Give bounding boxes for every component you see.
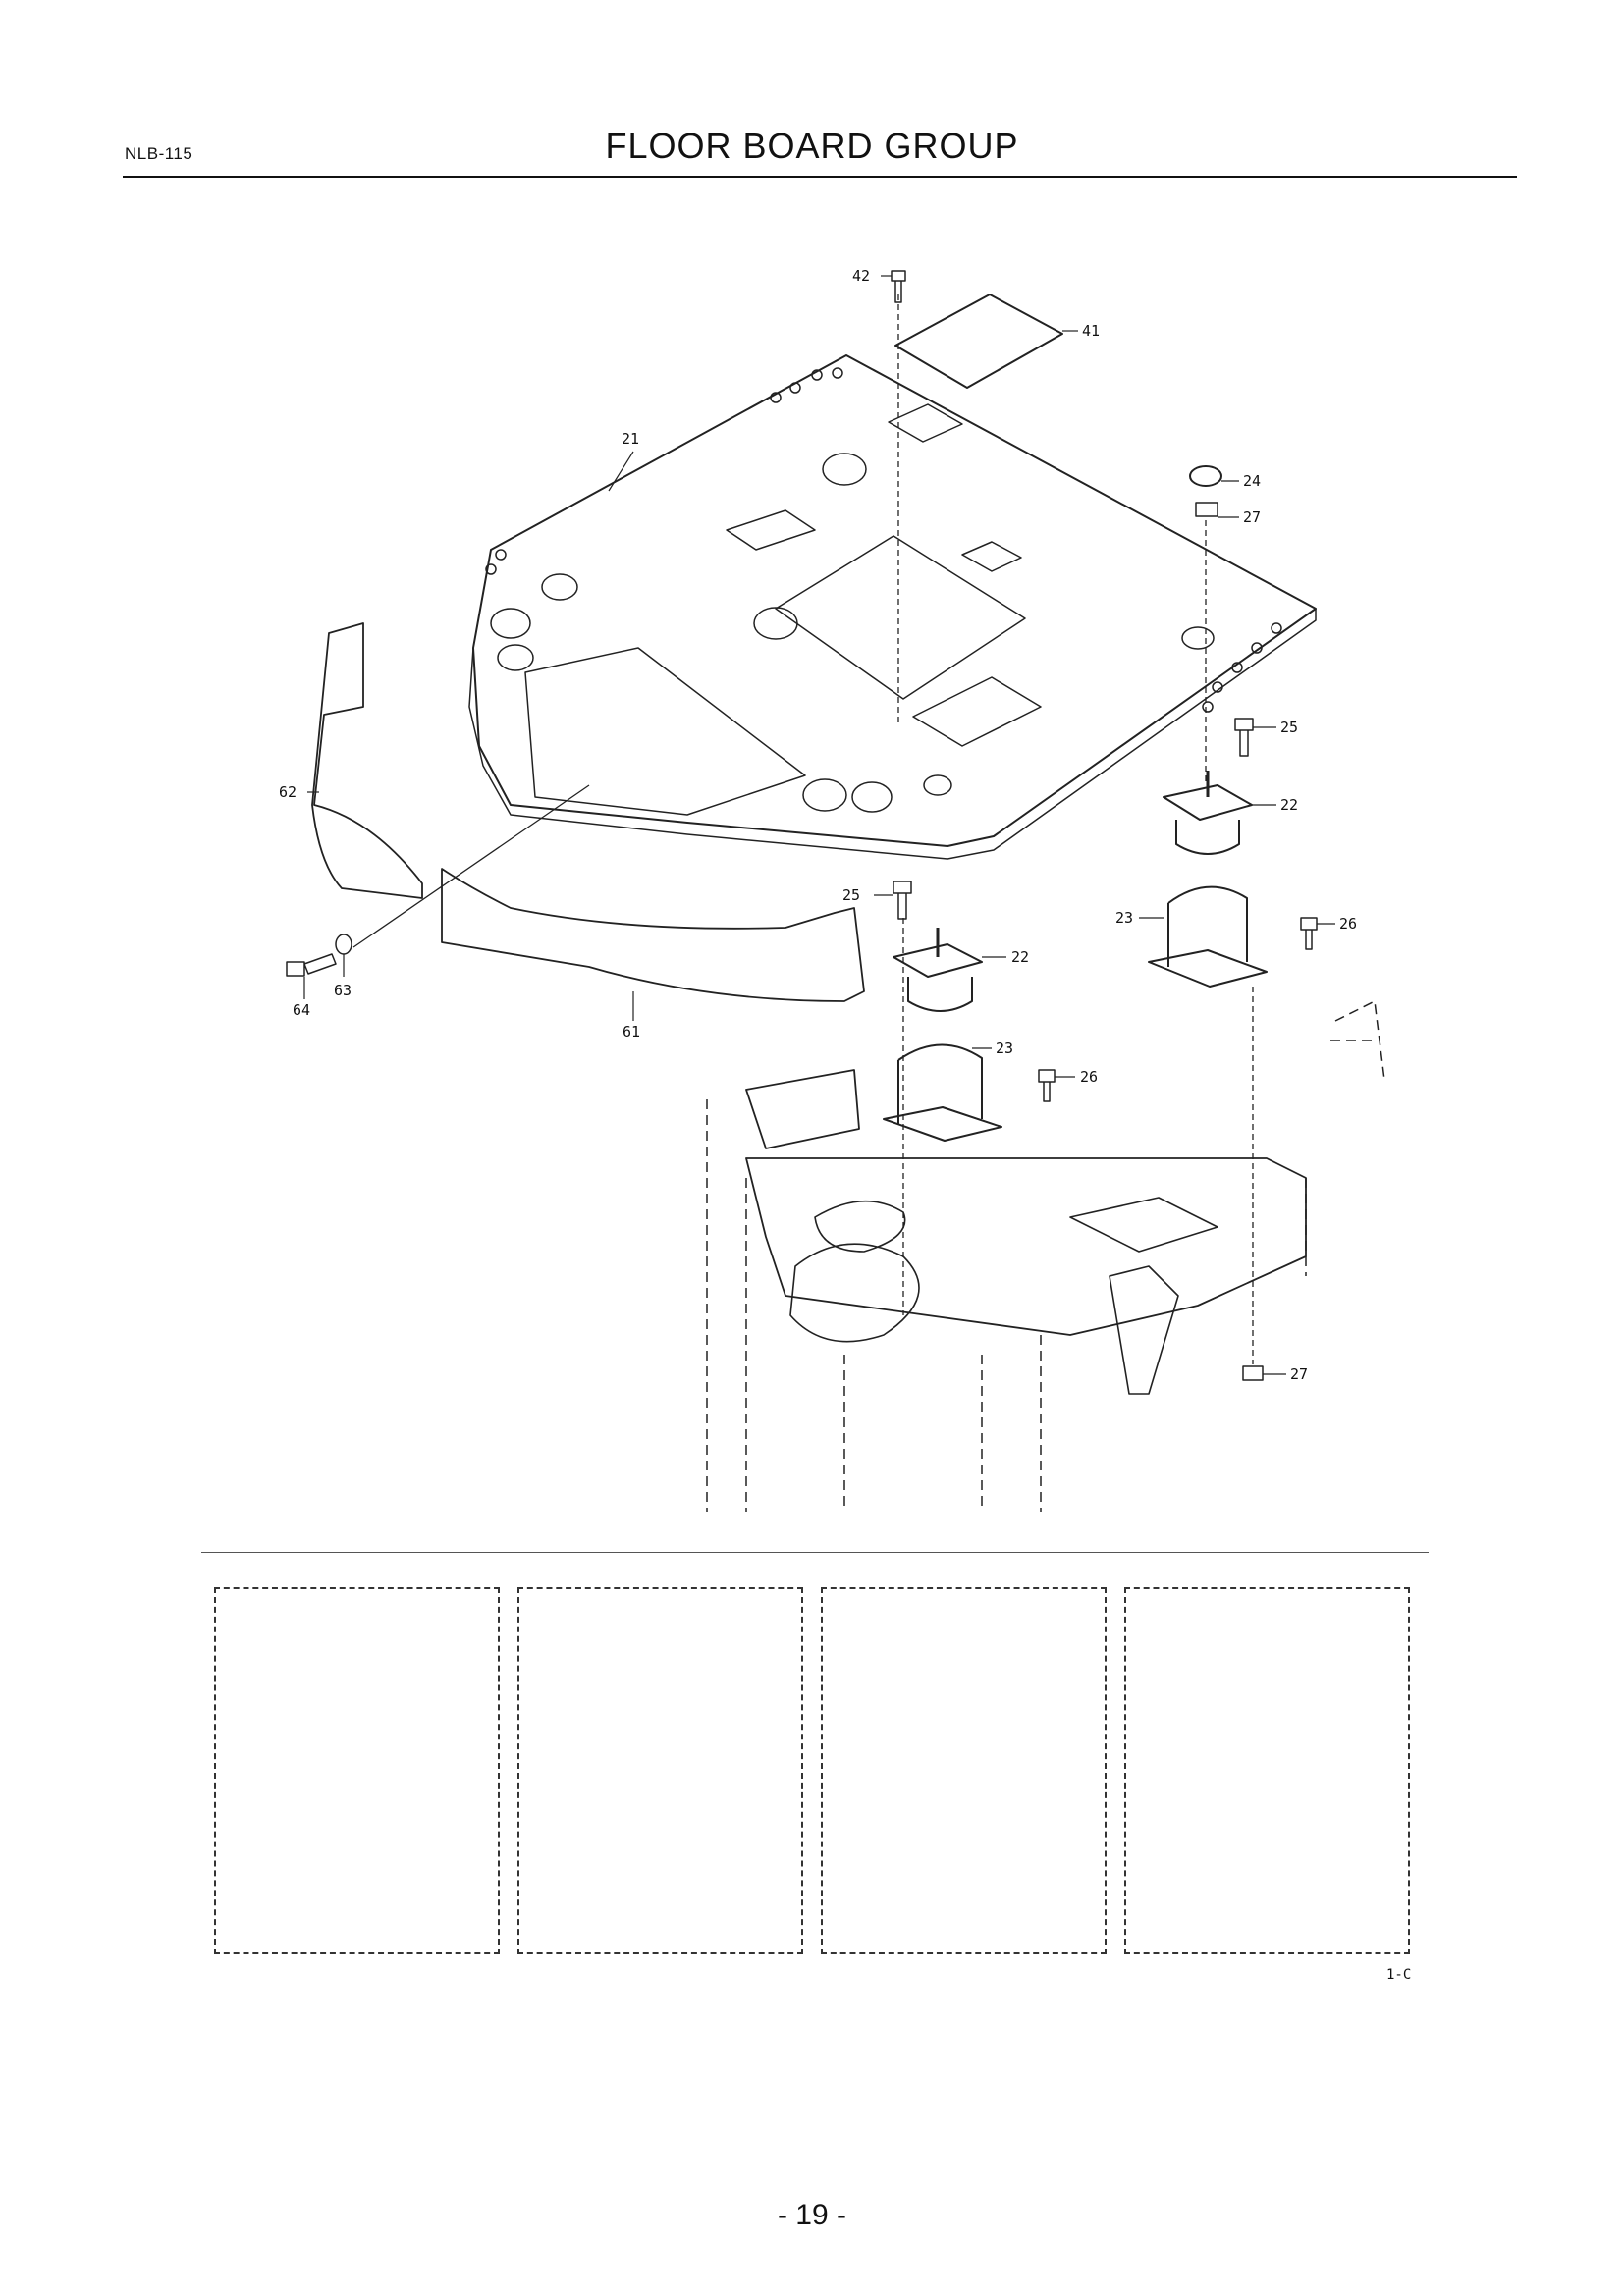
frame-swivel: [789, 1200, 920, 1343]
part-label-41: 41: [1082, 322, 1100, 340]
page-title: FLOOR BOARD GROUP: [605, 126, 1019, 166]
side-panel-61: [441, 868, 865, 1002]
bolt-25-right: [1234, 718, 1254, 757]
part-label-23-center: 23: [996, 1040, 1013, 1057]
part-label-64: 64: [293, 1001, 310, 1019]
part-label-25-center: 25: [842, 886, 860, 904]
part-label-21: 21: [622, 430, 639, 448]
washer-63: [335, 934, 352, 955]
floor-board-edge: [468, 609, 1317, 860]
base-frame: [745, 1069, 1307, 1336]
side-panel-62: [311, 622, 423, 899]
part-label-22-center: 22: [1011, 948, 1029, 966]
cap-24: [1189, 465, 1222, 487]
bolt-42: [891, 270, 906, 303]
page-number: - 19 -: [777, 2199, 847, 2231]
frame-plate: [1069, 1197, 1218, 1395]
plate-slot-1: [726, 509, 816, 551]
part-label-22-right: 22: [1280, 796, 1298, 814]
parts-box-4: [1124, 1587, 1410, 1954]
nut-27-top: [1195, 502, 1218, 517]
document-code: NLB-115: [125, 144, 193, 163]
part-label-61: 61: [623, 1023, 640, 1041]
part-label-26-center: 26: [1080, 1068, 1098, 1086]
part-label-27-bottom: 27: [1290, 1365, 1308, 1383]
title-underline: [123, 176, 1517, 178]
bolt-26-center: [1038, 1069, 1056, 1102]
parts-table-rule: [201, 1552, 1429, 1553]
part-label-42: 42: [852, 267, 870, 285]
bolt-64: [286, 953, 337, 977]
plate-cutout-center: [775, 535, 1026, 700]
frame-rails: [706, 1000, 1385, 1512]
mount-22-center: [893, 943, 983, 1012]
bolt-26-right: [1300, 917, 1318, 950]
drawing-code: 1-C: [1386, 1967, 1412, 1983]
floor-board-plate: [472, 354, 1317, 847]
bracket-23-center: [883, 1043, 1002, 1142]
bolt-25-center: [893, 881, 912, 920]
part-label-24: 24: [1243, 472, 1261, 490]
plate-cutout-lower: [912, 676, 1042, 747]
plate-slot-3: [961, 541, 1022, 572]
plate-cutout-left: [524, 647, 806, 816]
part-label-25-right: 25: [1280, 719, 1298, 736]
plate-slot-2: [888, 403, 963, 443]
part-label-63: 63: [334, 982, 352, 999]
cover-plate: [894, 294, 1063, 389]
parts-box-2: [517, 1587, 803, 1954]
part-label-62: 62: [279, 783, 297, 801]
parts-box-3: [821, 1587, 1107, 1954]
bracket-23-right: [1148, 885, 1268, 988]
part-label-26-right: 26: [1339, 915, 1357, 933]
parts-box-1: [214, 1587, 500, 1954]
part-label-23-right: 23: [1115, 909, 1133, 927]
nut-27-bottom: [1242, 1365, 1264, 1381]
part-label-27-top: 27: [1243, 508, 1261, 526]
